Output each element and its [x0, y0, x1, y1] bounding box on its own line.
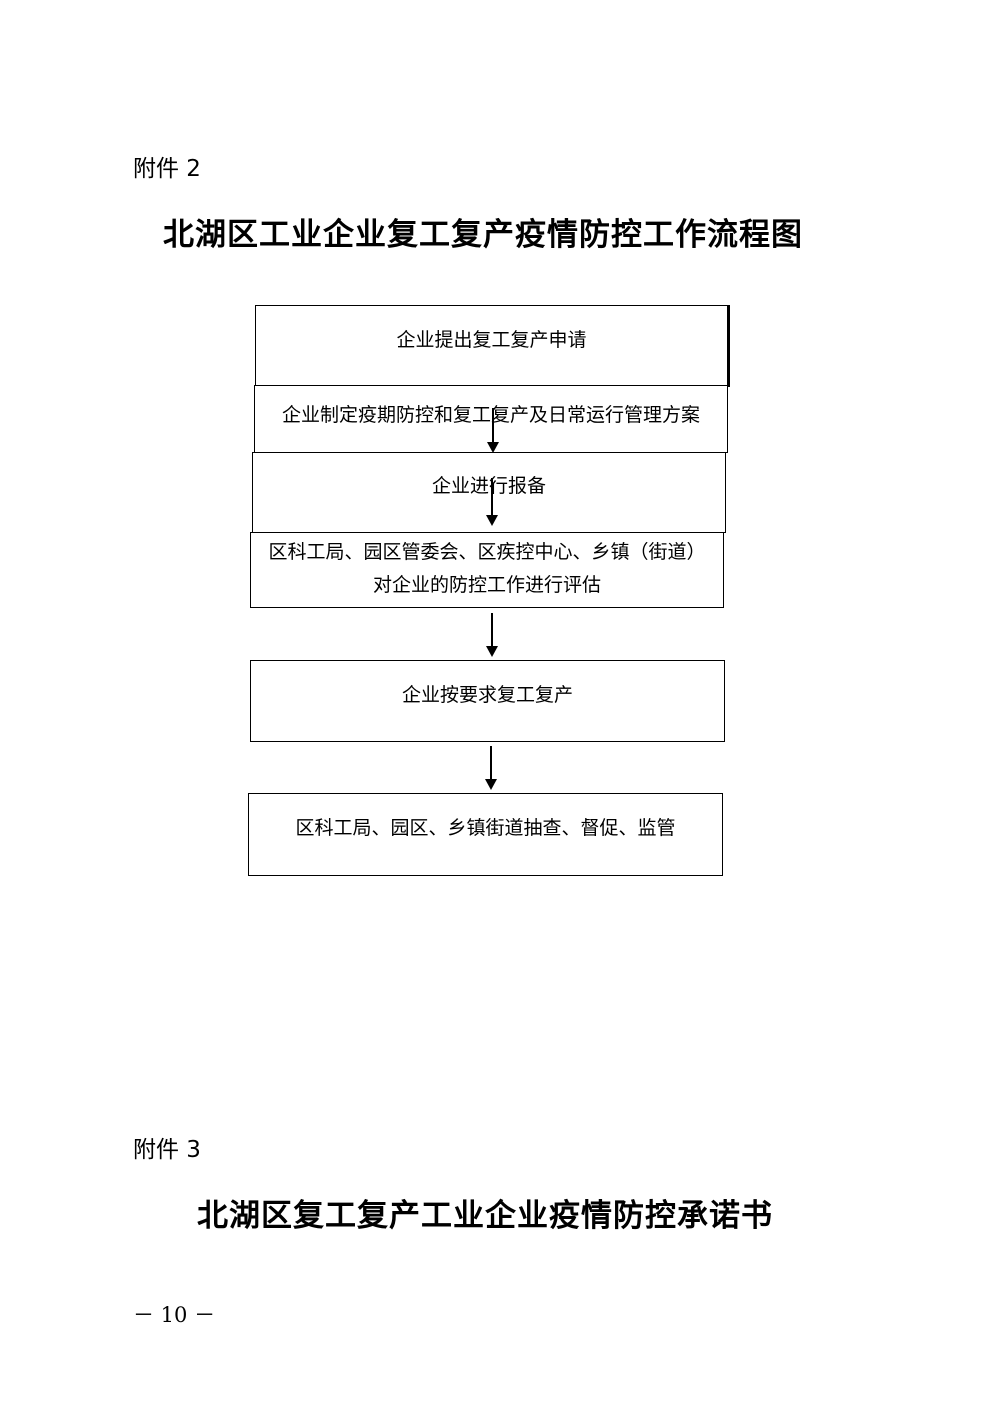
- pledge-title: 北湖区复工复产工业企业疫情防控承诺书: [197, 1198, 773, 1234]
- flowchart-title: 北湖区工业企业复工复产疫情防控工作流程图: [163, 217, 803, 253]
- flow-step-report-text: 企业进行报备: [431, 475, 546, 497]
- flow-step-apply: 企业提出复工复产申请: [255, 305, 730, 387]
- flow-step-evaluate-line1: 区科工局、园区管委会、区疾控中心、乡镇（街道）: [268, 541, 706, 563]
- flow-arrow-1: [487, 408, 499, 453]
- page-number: － 10 －: [133, 1303, 216, 1327]
- flow-step-supervise-text: 区科工局、园区、乡镇街道抽查、督促、监管: [295, 817, 676, 839]
- flow-step-resume: 企业按要求复工复产: [250, 660, 725, 742]
- flow-arrow-3: [486, 613, 498, 657]
- flow-arrow-2: [486, 478, 498, 526]
- flow-step-evaluate-line2: 对企业的防控工作进行评估: [372, 574, 601, 596]
- flow-step-resume-text: 企业按要求复工复产: [401, 684, 573, 706]
- flow-step-supervise: 区科工局、园区、乡镇街道抽查、督促、监管: [248, 793, 723, 876]
- annex-2-label: 附件 2: [133, 156, 201, 182]
- annex-3-label: 附件 3: [133, 1137, 201, 1163]
- flowchart: 企业提出复工复产申请 企业制定疫期防控和复工复产及日常运行管理方案 企业进行报备…: [248, 305, 730, 876]
- flow-step-plan: 企业制定疫期防控和复工复产及日常运行管理方案: [254, 385, 728, 453]
- flow-arrow-4: [485, 746, 497, 790]
- flow-step-plan-text: 企业制定疫期防控和复工复产及日常运行管理方案: [281, 404, 700, 426]
- flow-step-apply-text: 企业提出复工复产申请: [396, 329, 587, 351]
- flow-step-evaluate: 区科工局、园区管委会、区疾控中心、乡镇（街道） 对企业的防控工作进行评估: [250, 532, 724, 608]
